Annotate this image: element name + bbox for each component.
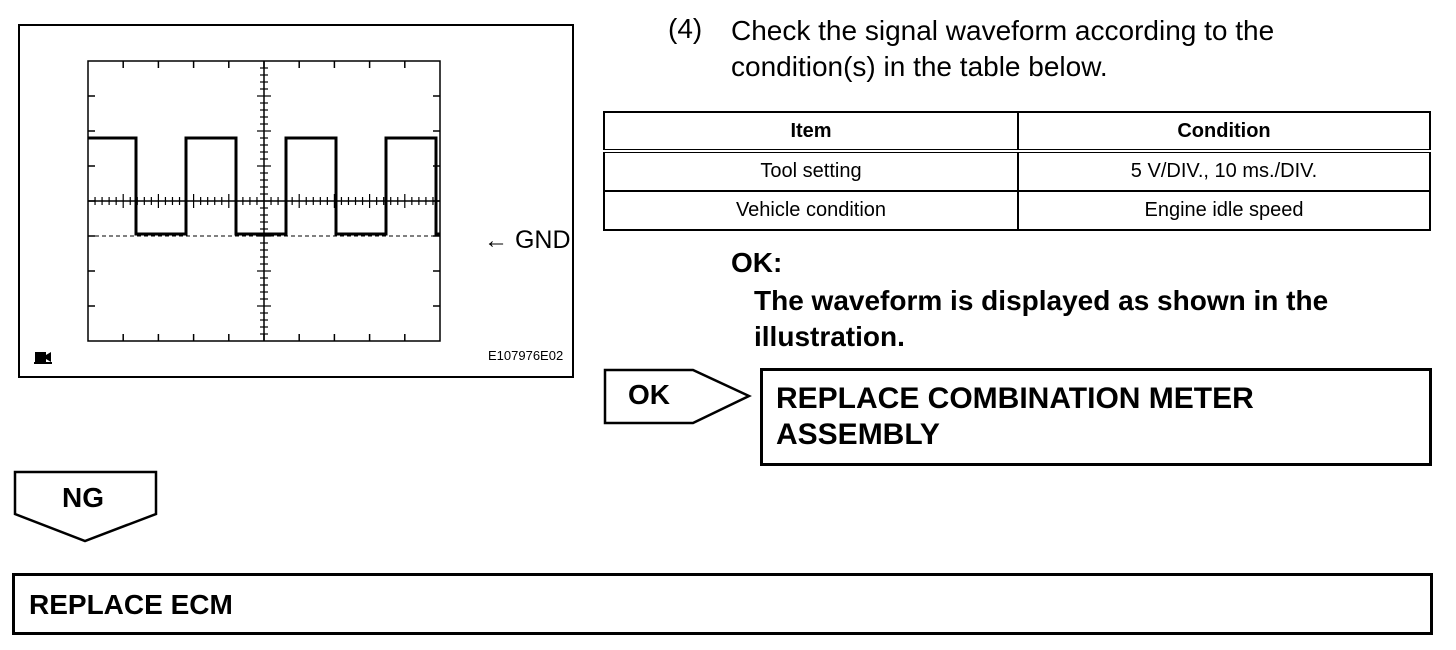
waveform-illustration: ← GND E107976E02: [18, 24, 574, 378]
table-cell: Vehicle condition: [603, 190, 1019, 231]
gnd-text: GND: [514, 226, 571, 254]
table-row: Vehicle condition Engine idle speed: [603, 190, 1431, 231]
ok-arrow-label: OK: [628, 379, 670, 410]
ng-result-box: REPLACE ECM: [12, 573, 1433, 635]
waveform-trace: [88, 136, 440, 236]
table-cell: Tool setting: [603, 150, 1019, 192]
ng-result-text: REPLACE ECM: [29, 589, 233, 620]
oscilloscope-screen: [87, 60, 441, 342]
ok-spec-text: The waveform is displayed as shown in th…: [754, 285, 1329, 352]
ng-arrow-label: NG: [62, 482, 104, 513]
camera-icon: [34, 348, 52, 369]
column-header-condition: Condition: [1017, 111, 1431, 153]
figure-id: E107976E02: [488, 348, 564, 363]
condition-table: Item Condition Tool setting 5 V/DIV., 10…: [603, 111, 1431, 231]
column-header-item: Item: [603, 111, 1019, 153]
table-cell: 5 V/DIV., 10 ms./DIV.: [1017, 150, 1431, 192]
left-arrow-icon: ←: [484, 227, 508, 254]
ok-spec-label: OK:: [731, 247, 783, 278]
ok-result-text: REPLACE COMBINATION METER ASSEMBLY: [776, 382, 1254, 451]
ng-arrow-icon: [13, 470, 158, 543]
gnd-label: ← GND: [484, 226, 571, 255]
ok-arrow-icon: [603, 368, 752, 425]
step-instruction: Check the signal waveform according to t…: [731, 15, 1275, 82]
table-header-row: Item Condition: [603, 111, 1431, 153]
ok-result-box: REPLACE COMBINATION METER ASSEMBLY: [760, 368, 1432, 466]
table-cell: Engine idle speed: [1017, 190, 1431, 231]
table-row: Tool setting 5 V/DIV., 10 ms./DIV.: [603, 150, 1431, 192]
step-number: (4): [668, 13, 703, 44]
